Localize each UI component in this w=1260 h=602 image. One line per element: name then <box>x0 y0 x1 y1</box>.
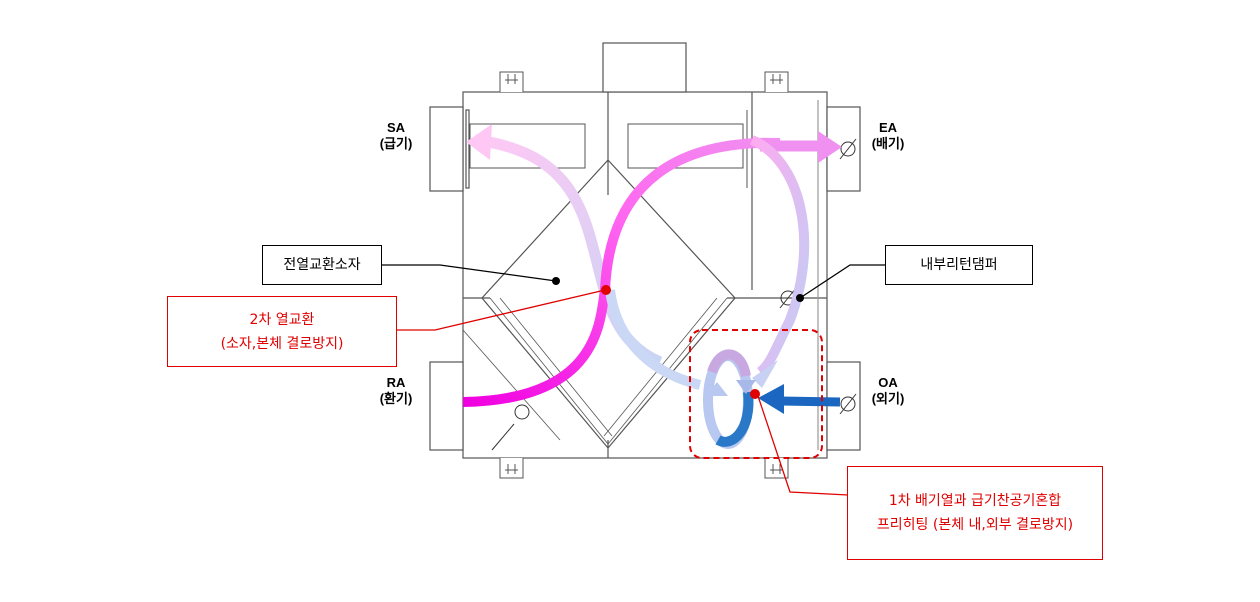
oa-arrow-head <box>758 384 784 414</box>
sa-name: (급기) <box>379 136 413 151</box>
core-marker-dot <box>552 277 560 285</box>
heat-exchanger-text: 전열교환소자 <box>283 257 361 273</box>
sa-code: SA <box>386 120 406 135</box>
oa-name: (외기) <box>871 391 905 406</box>
preheating-callout: 1차 배기열과 급기찬공기혼합 프리히팅 (본체 내,외부 결로방지) <box>847 466 1103 560</box>
ea-code: EA <box>878 120 898 135</box>
filter-panels <box>469 110 748 188</box>
mounting-brackets <box>499 71 789 479</box>
ea-name: (배기) <box>871 136 905 151</box>
bypass-return-flow <box>749 135 810 377</box>
ra-port-label: RA (환기) <box>368 375 424 407</box>
preheat-dot <box>750 389 760 399</box>
top-duct <box>602 42 687 93</box>
damper-symbols <box>491 138 857 451</box>
ea-arrow-head <box>818 131 842 163</box>
damper-marker-dot <box>796 294 804 302</box>
secondary-exchange-line1: 2차 열교환 <box>249 311 315 328</box>
bypass-return-arrow-head <box>752 360 778 388</box>
preheat-mixing-loop <box>703 349 756 449</box>
supply-air-flow <box>474 134 663 368</box>
ra-code: RA <box>386 375 406 390</box>
ea-port-label: EA (배기) <box>860 120 916 152</box>
oa-code: OA <box>878 375 898 390</box>
leader-lines <box>382 264 885 496</box>
bypass-damper-callout: 내부리턴댐퍼 <box>885 245 1033 285</box>
preheat-zone-highlight <box>689 329 823 459</box>
preheating-line1: 1차 배기열과 급기찬공기혼합 <box>888 493 1062 509</box>
oa-inlet-flow <box>779 396 841 407</box>
exhaust-air-flow <box>462 137 781 407</box>
mixed-air-flow <box>605 289 702 390</box>
secondary-exchange-callout: 2차 열교환 (소자,본체 결로방지) <box>167 296 397 367</box>
bypass-damper-text: 내부리턴댐퍼 <box>920 257 998 273</box>
heat-exchanger-callout: 전열교환소자 <box>262 245 382 285</box>
preheating-line2: 프리히팅 (본체 내,외부 결로방지) <box>876 517 1074 533</box>
secondary-exchange-line2: (소자,본체 결로방지) <box>220 335 344 352</box>
sa-port-label: SA (급기) <box>368 120 424 152</box>
secondary-exchange-dot <box>601 285 611 295</box>
oa-port-label: OA (외기) <box>860 375 916 407</box>
ra-name: (환기) <box>379 391 413 406</box>
supply-arrow-head <box>466 124 492 160</box>
